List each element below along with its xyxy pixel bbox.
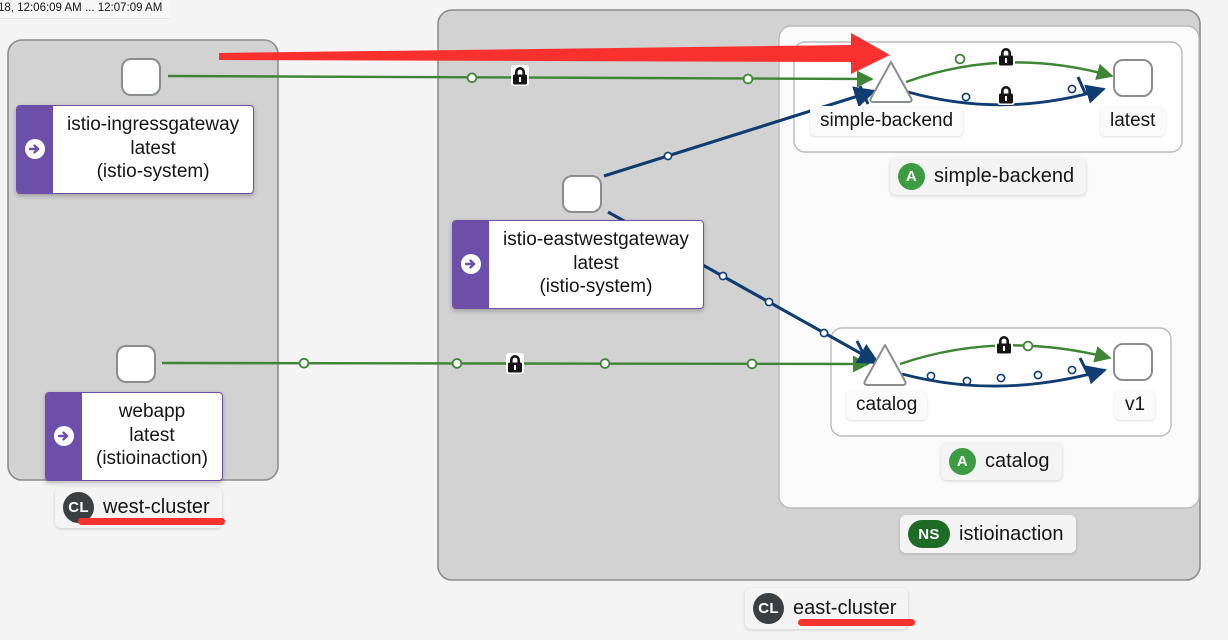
time-range-label: 18, 12:06:09 AM ... 12:07:09 AM xyxy=(0,0,171,19)
app-chip-simple-backend[interactable]: A simple-backend xyxy=(890,158,1087,195)
tooltip-line-name: istio-eastwestgateway xyxy=(503,229,689,250)
tooltip-istio-ingressgateway[interactable]: istio-ingressgateway latest (istio-syste… xyxy=(16,105,255,194)
tooltip-line-name: webapp xyxy=(118,401,186,422)
arrow-right-circle-icon xyxy=(25,139,45,160)
namespace-badge-icon: NS xyxy=(908,520,950,548)
edge-eastwest-to-simple-backend[interactable] xyxy=(603,85,877,178)
tooltip-line-name: istio-ingressgateway xyxy=(67,114,240,135)
node-label-catalog-v1[interactable]: v1 xyxy=(1115,390,1156,420)
tooltip-line-version: latest xyxy=(573,252,619,274)
tooltip-body: webapp latest (istioinaction) xyxy=(82,393,222,480)
tooltip-accent-bar xyxy=(17,106,53,193)
tooltip-line-namespace: (istio-system) xyxy=(96,161,210,182)
annotation-underline-east-cluster xyxy=(798,619,915,626)
annotation-underline-west-cluster xyxy=(78,518,225,525)
cluster-chip-label: west-cluster xyxy=(103,496,210,518)
namespace-chip-label: istioinaction xyxy=(959,522,1064,545)
tooltip-istio-eastwestgateway[interactable]: istio-eastwestgateway latest (istio-syst… xyxy=(452,220,704,309)
namespace-chip-istioinaction[interactable]: NS istioinaction xyxy=(900,515,1076,553)
node-label-simple-backend-latest[interactable]: latest xyxy=(1100,106,1166,136)
mtls-lock-icon-simple-backend-http xyxy=(997,46,1015,67)
node-catalog-v1-workload[interactable] xyxy=(1113,343,1153,381)
node-label-catalog-service[interactable]: catalog xyxy=(846,390,928,420)
node-istio-ingressgateway-workload[interactable] xyxy=(121,58,161,96)
node-catalog-service[interactable] xyxy=(863,344,907,386)
app-badge-icon: A xyxy=(898,163,925,190)
app-badge-icon: A xyxy=(949,448,976,475)
node-simple-backend-latest-workload[interactable] xyxy=(1113,59,1153,97)
tooltip-line-namespace: (istio-system) xyxy=(539,276,653,297)
cluster-badge-icon: CL xyxy=(753,593,784,624)
tooltip-body: istio-eastwestgateway latest (istio-syst… xyxy=(489,221,703,308)
tooltip-accent-bar xyxy=(46,393,82,480)
node-simple-backend-service[interactable] xyxy=(869,61,913,103)
cluster-chip-label: east-cluster xyxy=(793,597,897,619)
arrow-right-circle-icon xyxy=(54,426,74,447)
node-istio-eastwestgateway-workload[interactable] xyxy=(562,175,602,213)
node-webapp-workload[interactable] xyxy=(116,345,156,383)
tooltip-body: istio-ingressgateway latest (istio-syste… xyxy=(53,106,253,193)
annotation-red-arrow xyxy=(219,33,890,74)
app-chip-label: simple-backend xyxy=(934,165,1075,187)
mtls-lock-icon-ingress-edge xyxy=(511,65,529,86)
node-label-simple-backend-service[interactable]: simple-backend xyxy=(810,106,964,136)
edge-catalog-svc-to-v1-tcp[interactable] xyxy=(901,357,1107,388)
tooltip-accent-bar xyxy=(453,221,489,308)
app-chip-catalog[interactable]: A catalog xyxy=(941,443,1062,480)
tooltip-line-version: latest xyxy=(130,137,176,159)
mtls-lock-icon-webapp-edge xyxy=(506,353,524,374)
mtls-lock-icon-simple-backend-tcp xyxy=(997,84,1015,105)
app-chip-label: catalog xyxy=(985,450,1050,472)
tooltip-line-version: latest xyxy=(129,424,175,446)
mtls-lock-icon-catalog-http xyxy=(995,334,1013,355)
cluster-badge-icon: CL xyxy=(63,492,94,523)
arrow-right-circle-icon xyxy=(461,254,481,275)
tooltip-line-namespace: (istioinaction) xyxy=(96,448,208,469)
tooltip-webapp[interactable]: webapp latest (istioinaction) xyxy=(45,392,223,481)
